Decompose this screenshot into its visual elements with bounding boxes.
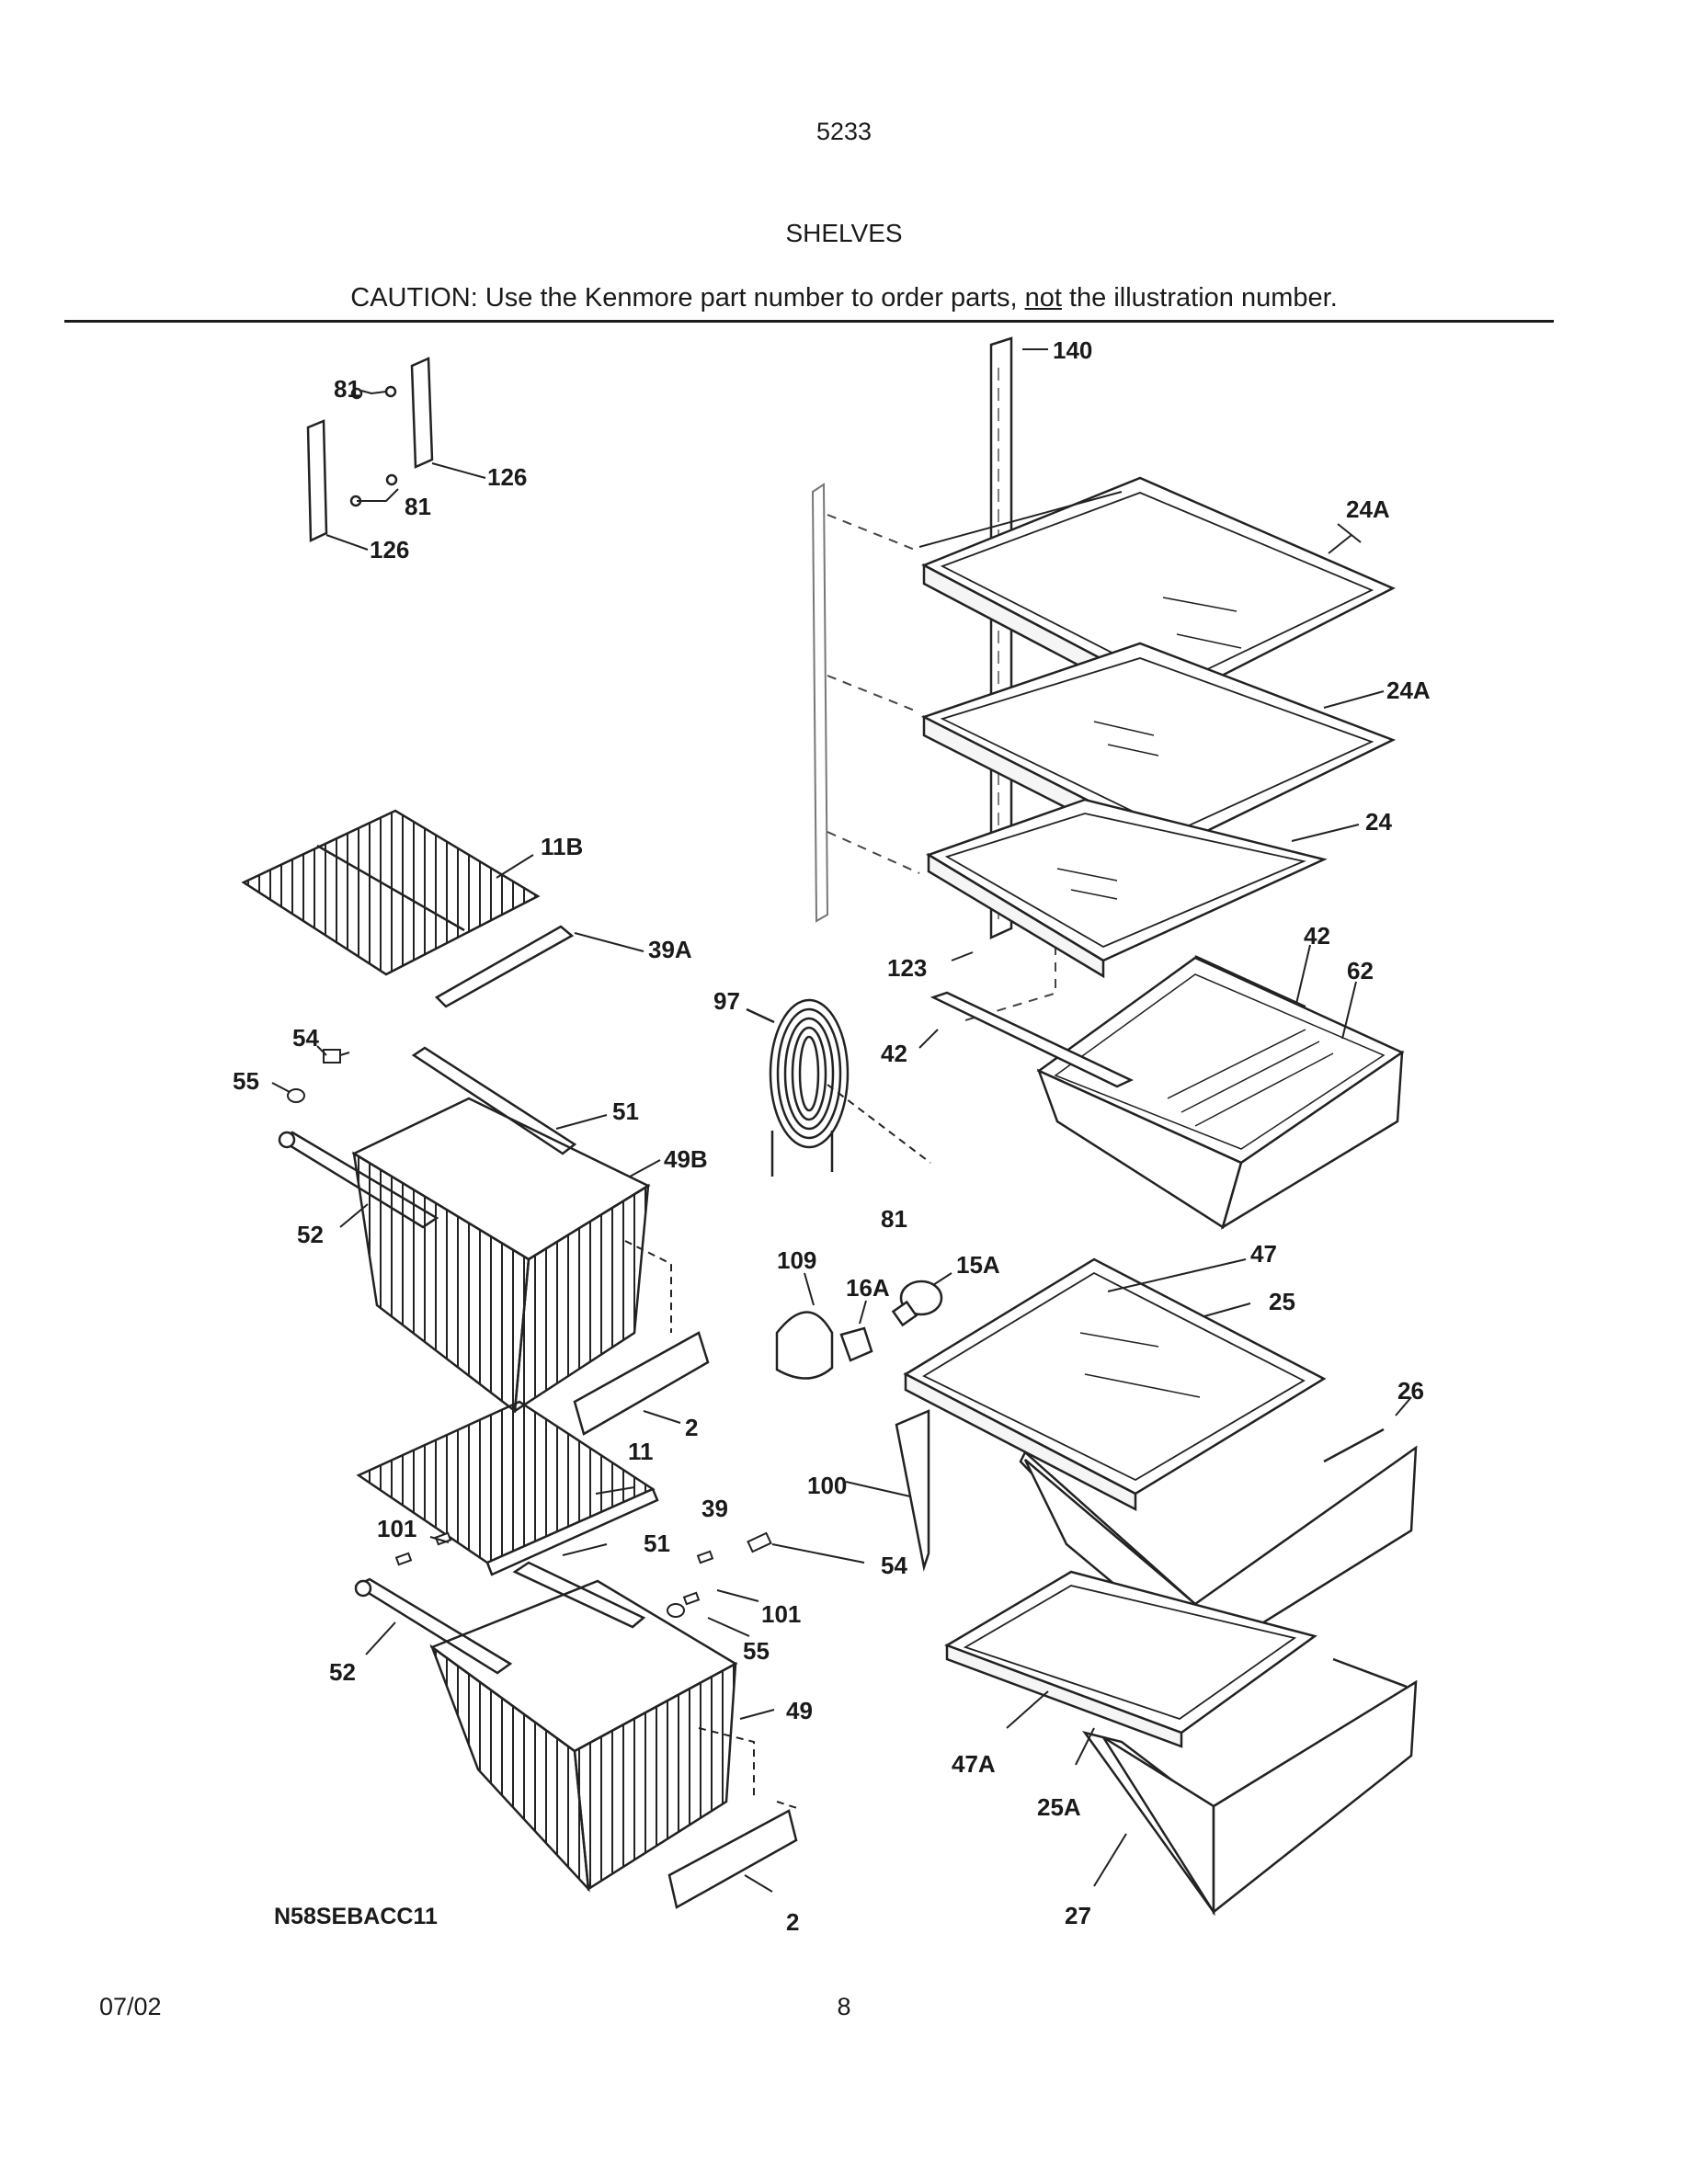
callout-11B: 11B bbox=[541, 833, 583, 860]
basket-upper-leaders bbox=[271, 1045, 681, 1424]
callout-49B: 49B bbox=[664, 1145, 708, 1173]
callout-47-upper: 47 bbox=[1250, 1240, 1277, 1268]
callout-47A: 47A bbox=[952, 1750, 996, 1778]
screw-54-upper bbox=[323, 1049, 350, 1064]
callout-51-upper: 51 bbox=[612, 1098, 639, 1125]
caution-emphasis: not bbox=[1024, 283, 1062, 313]
callout-2-lower: 2 bbox=[786, 1908, 799, 1936]
pan-27 bbox=[1081, 1657, 1418, 1917]
screws-101 bbox=[394, 1531, 714, 1606]
callout-24: 24 bbox=[1365, 808, 1392, 836]
trim-2-upper bbox=[573, 1331, 710, 1436]
callout-126-upper: 126 bbox=[487, 463, 527, 491]
callout-81-upper: 81 bbox=[334, 375, 360, 403]
callout-42-left: 42 bbox=[881, 1040, 907, 1067]
shelf-leaders bbox=[951, 523, 1385, 961]
crisper-upper-leaders bbox=[845, 1258, 1412, 1497]
callout-25: 25 bbox=[1269, 1288, 1295, 1315]
callout-54-lower: 54 bbox=[881, 1552, 907, 1579]
callout-52-lower: 52 bbox=[329, 1658, 356, 1686]
model-number: 5233 bbox=[815, 118, 873, 145]
rail-51-lower bbox=[512, 1561, 646, 1629]
cap-55-upper bbox=[287, 1088, 305, 1103]
callout-81-mid: 81 bbox=[405, 493, 431, 520]
callout-27: 27 bbox=[1065, 1902, 1091, 1929]
tubing-coil-97 bbox=[746, 998, 931, 1177]
light-leaders bbox=[804, 1272, 952, 1325]
callout-109: 109 bbox=[777, 1246, 816, 1274]
callout-15A: 15A bbox=[956, 1251, 1000, 1279]
callout-55-upper: 55 bbox=[233, 1067, 259, 1095]
left-rail-strip bbox=[811, 483, 829, 923]
callout-39A: 39A bbox=[648, 936, 692, 963]
callout-39: 39 bbox=[701, 1495, 728, 1522]
callout-100: 100 bbox=[807, 1472, 847, 1499]
caution-suffix: the illustration number. bbox=[1061, 283, 1338, 313]
callout-126-lower: 126 bbox=[370, 536, 409, 563]
callout-2-upper: 2 bbox=[685, 1414, 698, 1441]
trim-2-lower bbox=[667, 1809, 798, 1909]
callout-62: 62 bbox=[1347, 957, 1374, 984]
pan-62 bbox=[1036, 956, 1405, 1230]
callout-11: 11 bbox=[628, 1438, 654, 1465]
divider-100 bbox=[895, 1409, 930, 1572]
shelf-trim-39A bbox=[434, 925, 575, 1008]
callout-81-lower: 81 bbox=[881, 1205, 907, 1233]
caution-notice: CAUTION: Use the Kenmore part number to … bbox=[0, 283, 1688, 313]
callout-97: 97 bbox=[713, 987, 740, 1015]
pan-leaders bbox=[918, 944, 1357, 1049]
callout-49: 49 bbox=[786, 1697, 813, 1724]
callout-101-right: 101 bbox=[761, 1600, 801, 1628]
revision-date: 07/02 bbox=[99, 1993, 162, 2020]
shelf-ladder-140 bbox=[989, 336, 1013, 939]
wire-basket-49 bbox=[429, 1579, 738, 1893]
light-shield-109 bbox=[775, 1311, 834, 1380]
callout-52-upper: 52 bbox=[297, 1221, 324, 1248]
callout-24A-lower: 24A bbox=[1386, 677, 1431, 704]
shelf-trim-39 bbox=[485, 1487, 659, 1576]
section-title: SHELVES bbox=[785, 219, 903, 247]
basket-lower-leaders bbox=[365, 1486, 865, 1893]
crisper-lower-leaders bbox=[1006, 1690, 1127, 1887]
glass-shelf-24 bbox=[926, 798, 1328, 979]
diagram-code: N58SEBACC11 bbox=[274, 1904, 438, 1929]
callout-16A: 16A bbox=[846, 1274, 890, 1302]
callout-25A: 25A bbox=[1037, 1793, 1081, 1821]
callout-55-lower: 55 bbox=[743, 1637, 770, 1665]
callout-labels: 140 81 126 81 126 24A 24A 24 11B 39A 42 … bbox=[233, 336, 1431, 1936]
shelf-support-brackets bbox=[306, 357, 434, 542]
callout-101-left: 101 bbox=[377, 1515, 416, 1542]
light-bulb-15A bbox=[891, 1280, 943, 1327]
rail-52-lower bbox=[354, 1577, 513, 1675]
rail-42 bbox=[930, 991, 1134, 1088]
callout-140: 140 bbox=[1053, 336, 1092, 364]
cap-55-lower bbox=[667, 1603, 685, 1618]
callout-42-right: 42 bbox=[1304, 922, 1330, 950]
screw-54-lower bbox=[747, 1531, 772, 1553]
callout-123: 123 bbox=[887, 954, 927, 982]
callout-26: 26 bbox=[1397, 1377, 1424, 1405]
callout-54-upper: 54 bbox=[292, 1024, 319, 1052]
upper-left-leaders bbox=[496, 854, 644, 952]
callout-51-lower: 51 bbox=[644, 1530, 670, 1557]
wire-basket-49B bbox=[351, 1097, 651, 1414]
cover-shelf-47A bbox=[944, 1570, 1317, 1748]
light-socket-16A bbox=[839, 1326, 873, 1362]
bracket-leader-lines bbox=[325, 390, 486, 551]
header-rule bbox=[64, 320, 1554, 323]
dashed-guides bbox=[827, 514, 1058, 1021]
callout-24A-upper: 24A bbox=[1346, 495, 1390, 523]
page-number: 8 bbox=[837, 1993, 851, 2020]
wire-shelf-11B bbox=[241, 809, 541, 976]
caution-prefix: CAUTION: Use the Kenmore part number to … bbox=[350, 283, 1025, 313]
cover-shelf-47 bbox=[903, 1257, 1327, 1512]
